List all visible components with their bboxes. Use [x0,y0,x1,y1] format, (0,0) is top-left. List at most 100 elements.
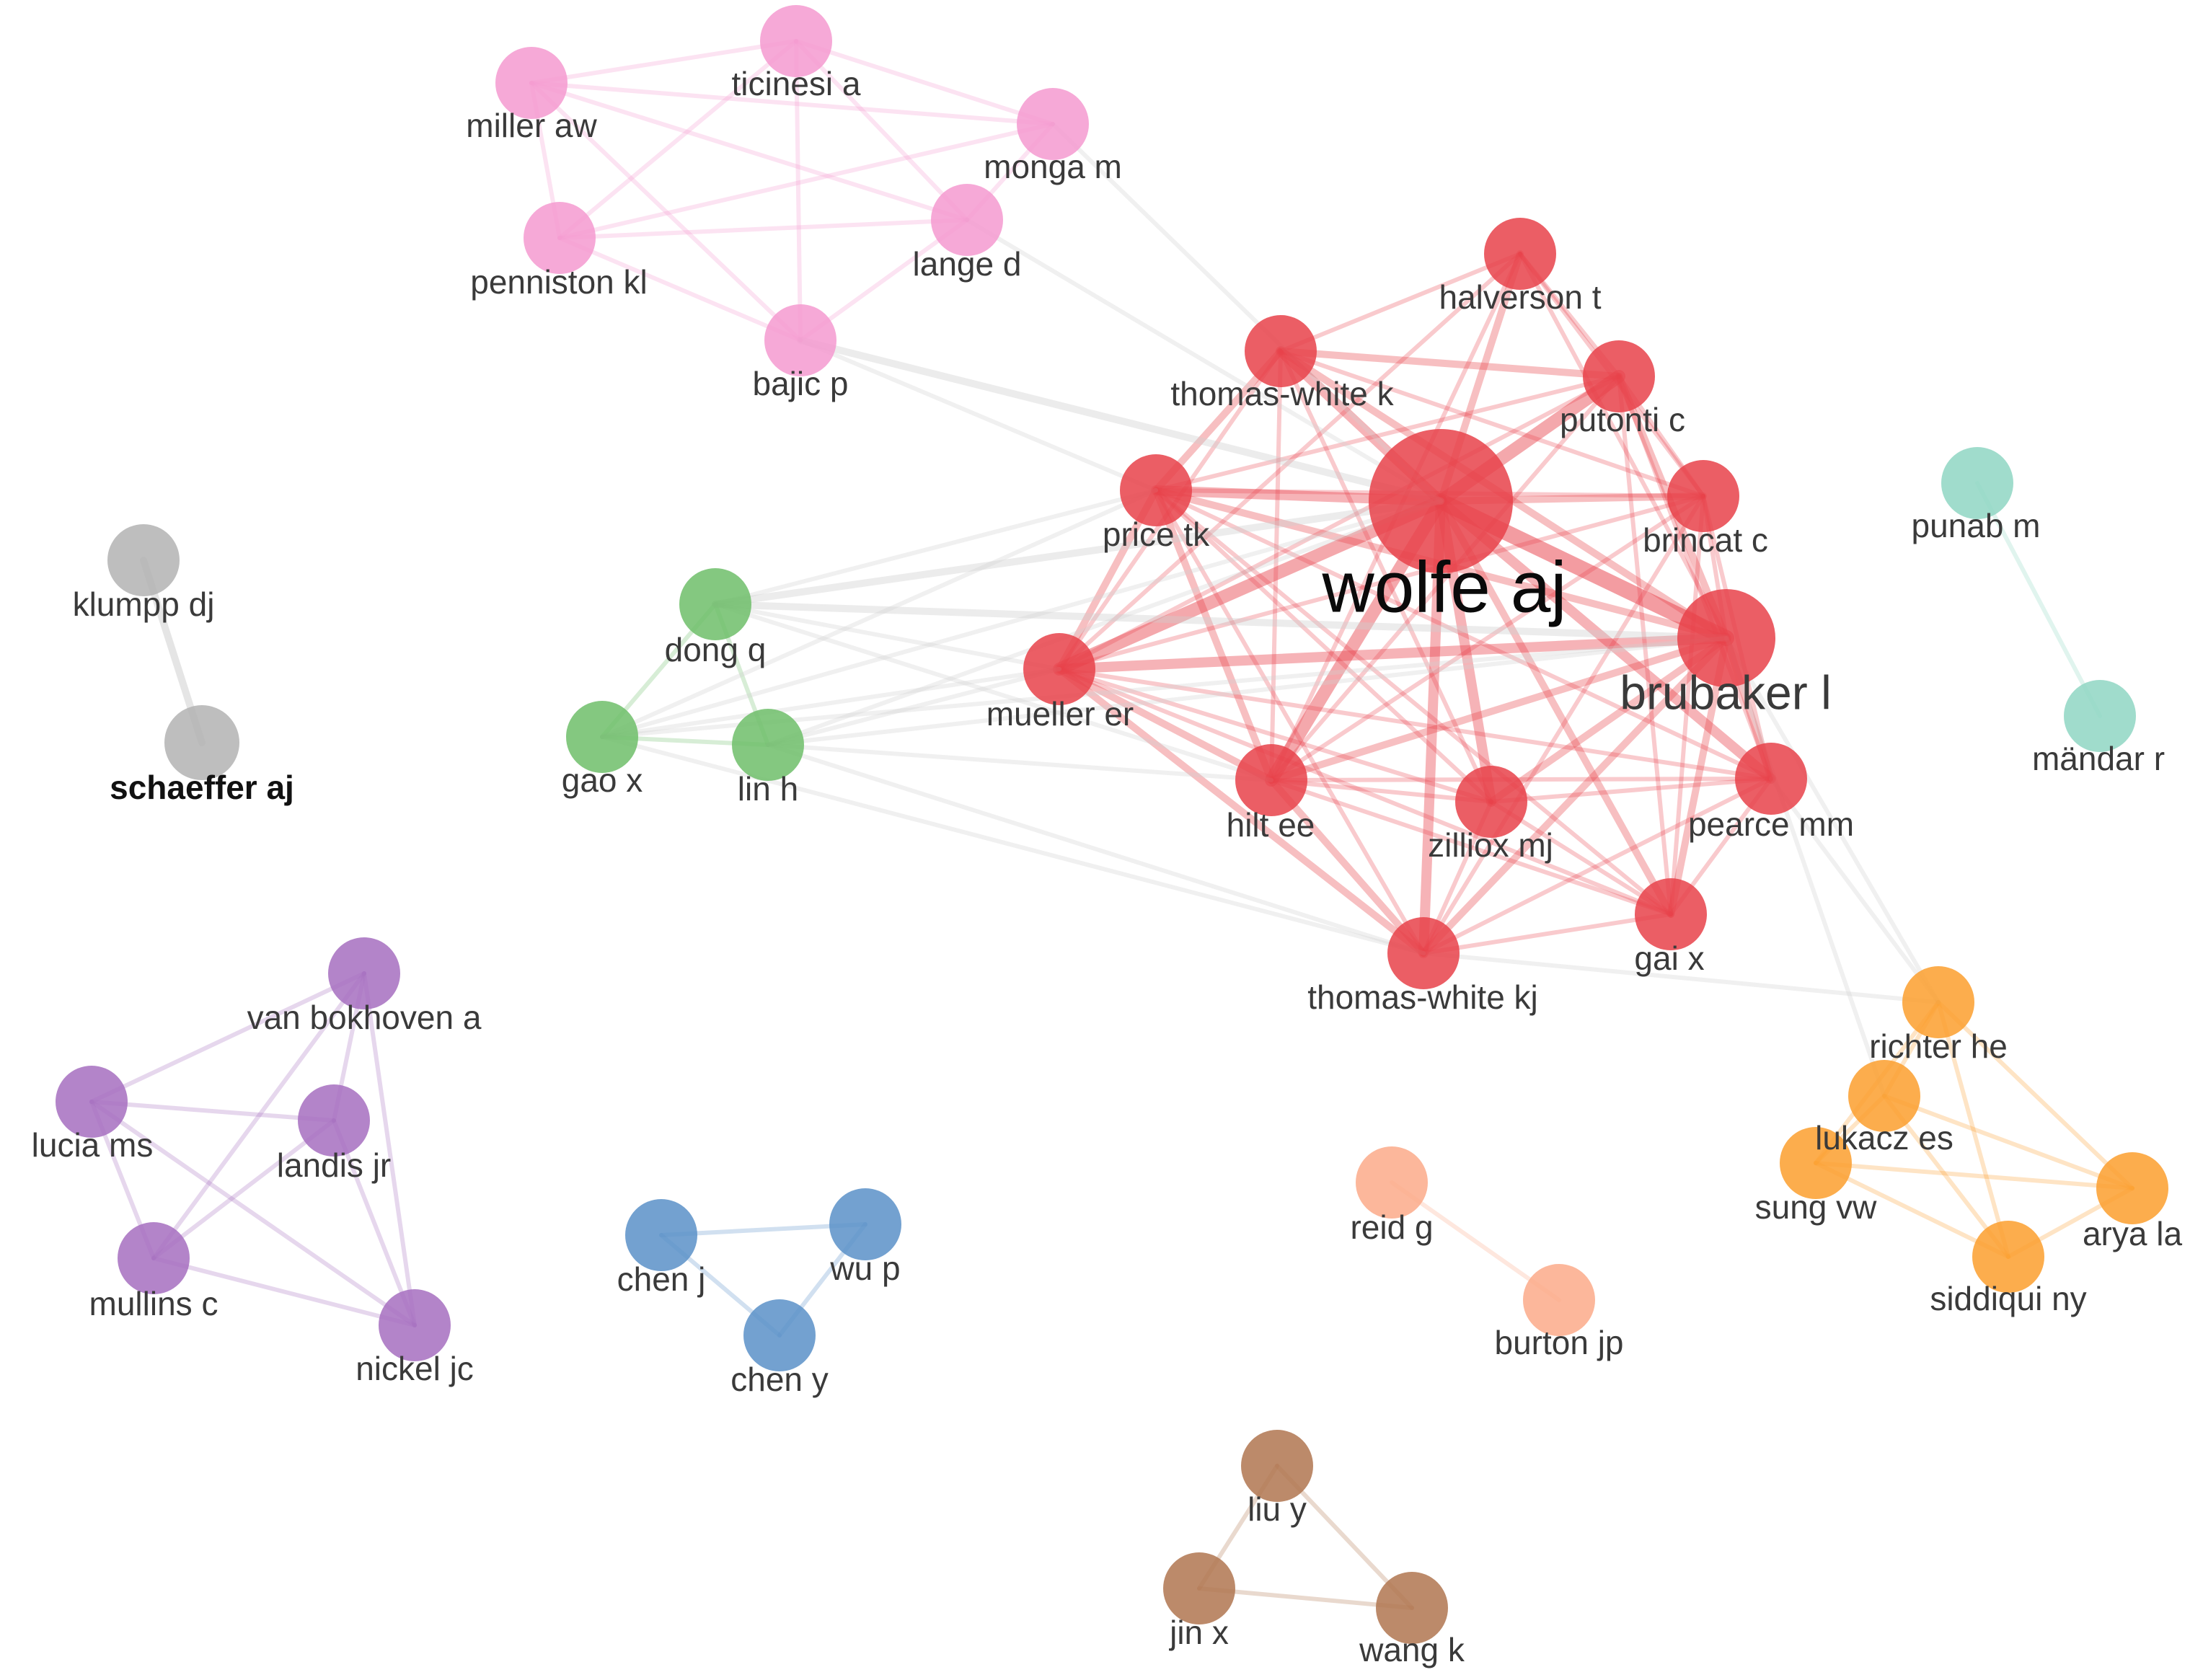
node-circle-chen_y[interactable] [743,1299,816,1371]
node-arya_la[interactable] [2096,1152,2168,1224]
node-circle-putonti_c[interactable] [1583,340,1655,412]
node-circle-zilliox_mj[interactable] [1455,766,1527,838]
edge-punab_m-mandar_r [1975,481,2102,718]
node-lukacz_es[interactable] [1848,1060,1920,1132]
node-brubaker_l[interactable] [1677,589,1775,687]
node-label-thomas_white_k: thomas-white k [1170,375,1394,412]
node-halverson_t[interactable] [1484,218,1556,290]
node-burton_jp[interactable] [1523,1264,1595,1336]
node-circle-pearce_mm[interactable] [1735,743,1807,815]
node-circle-lukacz_es[interactable] [1848,1060,1920,1132]
node-circle-richter_he[interactable] [1902,966,1974,1038]
node-klumpp_dj[interactable] [107,524,180,596]
node-circle-chen_j[interactable] [625,1199,697,1271]
node-wang_k[interactable] [1376,1572,1448,1644]
node-lucia_ms[interactable] [56,1066,128,1138]
node-reid_g[interactable] [1356,1146,1428,1219]
node-sung_vw[interactable] [1780,1127,1852,1199]
node-label-mullins_c: mullins c [89,1285,218,1322]
node-circle-thomas_white_kj[interactable] [1387,917,1460,989]
node-wu_p[interactable] [829,1188,901,1260]
node-circle-liu_y[interactable] [1241,1430,1313,1502]
node-bajic_p[interactable] [764,304,836,376]
node-circle-mueller_er[interactable] [1023,633,1095,705]
node-circle-punab_m[interactable] [1941,447,2013,519]
node-circle-gai_x[interactable] [1635,878,1707,950]
edge-thomas_white_k-putonti_c [1277,348,1623,380]
node-circle-reid_g[interactable] [1356,1146,1428,1219]
node-gao_x[interactable] [566,701,638,773]
node-circle-ticinesi_a[interactable] [760,5,832,77]
node-nickel_jc[interactable] [379,1289,451,1361]
node-lange_d[interactable] [931,184,1003,256]
node-landis_jr[interactable] [298,1084,370,1157]
node-hilt_ee[interactable] [1235,744,1307,816]
node-putonti_c[interactable] [1583,340,1655,412]
edge-wolfe_aj-gai_x [1437,498,1674,918]
node-punab_m[interactable] [1941,447,2013,519]
node-price_tk[interactable] [1120,454,1192,526]
node-richter_he[interactable] [1902,966,1974,1038]
node-circle-schaeffer_aj[interactable] [164,705,239,780]
node-chen_j[interactable] [625,1199,697,1271]
node-jin_x[interactable] [1163,1552,1235,1624]
node-circle-mandar_r[interactable] [2064,680,2136,752]
node-thomas_white_k[interactable] [1245,315,1317,387]
node-circle-price_tk[interactable] [1120,454,1192,526]
edge-hilt_ee-brincat_c [1269,494,1705,782]
node-circle-van_bokhoven_a[interactable] [328,937,400,1009]
node-thomas_white_kj[interactable] [1387,917,1460,989]
node-circle-mullins_c[interactable] [118,1222,190,1294]
node-circle-lange_d[interactable] [931,184,1003,256]
node-label-penniston_kl: penniston kl [470,263,648,301]
node-mullins_c[interactable] [118,1222,190,1294]
node-circle-arya_la[interactable] [2096,1152,2168,1224]
node-circle-dong_q[interactable] [679,568,751,640]
node-circle-wolfe_aj[interactable] [1369,429,1513,573]
node-chen_y[interactable] [743,1299,816,1371]
node-circle-bajic_p[interactable] [764,304,836,376]
node-dong_q[interactable] [679,568,751,640]
node-ticinesi_a[interactable] [760,5,832,77]
node-label-nickel_jc: nickel jc [356,1350,474,1387]
node-label-wolfe_aj: wolfe aj [1321,547,1566,627]
node-lin_h[interactable] [732,709,804,781]
node-mueller_er[interactable] [1023,633,1095,705]
node-circle-gao_x[interactable] [566,701,638,773]
node-circle-monga_m[interactable] [1017,88,1089,160]
node-pearce_mm[interactable] [1735,743,1807,815]
node-circle-lucia_ms[interactable] [56,1066,128,1138]
node-circle-siddiqui_ny[interactable] [1972,1221,2044,1293]
node-zilliox_mj[interactable] [1455,766,1527,838]
edge-penniston_kl-bajic_p [557,236,803,342]
node-liu_y[interactable] [1241,1430,1313,1502]
node-circle-jin_x[interactable] [1163,1552,1235,1624]
node-circle-nickel_jc[interactable] [379,1289,451,1361]
node-circle-hilt_ee[interactable] [1235,744,1307,816]
node-label-price_tk: price tk [1103,516,1210,553]
node-circle-landis_jr[interactable] [298,1084,370,1157]
node-miller_aw[interactable] [495,47,568,119]
node-gai_x[interactable] [1635,878,1707,950]
node-mandar_r[interactable] [2064,680,2136,752]
node-circle-brubaker_l[interactable] [1677,589,1775,687]
node-circle-thomas_white_k[interactable] [1245,315,1317,387]
edge-gao_x-mueller_er [600,667,1061,739]
node-van_bokhoven_a[interactable] [328,937,400,1009]
node-circle-wu_p[interactable] [829,1188,901,1260]
node-penniston_kl[interactable] [524,202,596,274]
node-brincat_c[interactable] [1667,460,1739,532]
node-circle-sung_vw[interactable] [1780,1127,1852,1199]
node-circle-lin_h[interactable] [732,709,804,781]
node-circle-burton_jp[interactable] [1523,1264,1595,1336]
node-wolfe_aj[interactable] [1369,429,1513,573]
node-circle-wang_k[interactable] [1376,1572,1448,1644]
node-circle-klumpp_dj[interactable] [107,524,180,596]
node-monga_m[interactable] [1017,88,1089,160]
node-circle-penniston_kl[interactable] [524,202,596,274]
node-circle-halverson_t[interactable] [1484,218,1556,290]
node-circle-brincat_c[interactable] [1667,460,1739,532]
node-siddiqui_ny[interactable] [1972,1221,2044,1293]
node-circle-miller_aw[interactable] [495,47,568,119]
node-schaeffer_aj[interactable] [164,705,239,780]
